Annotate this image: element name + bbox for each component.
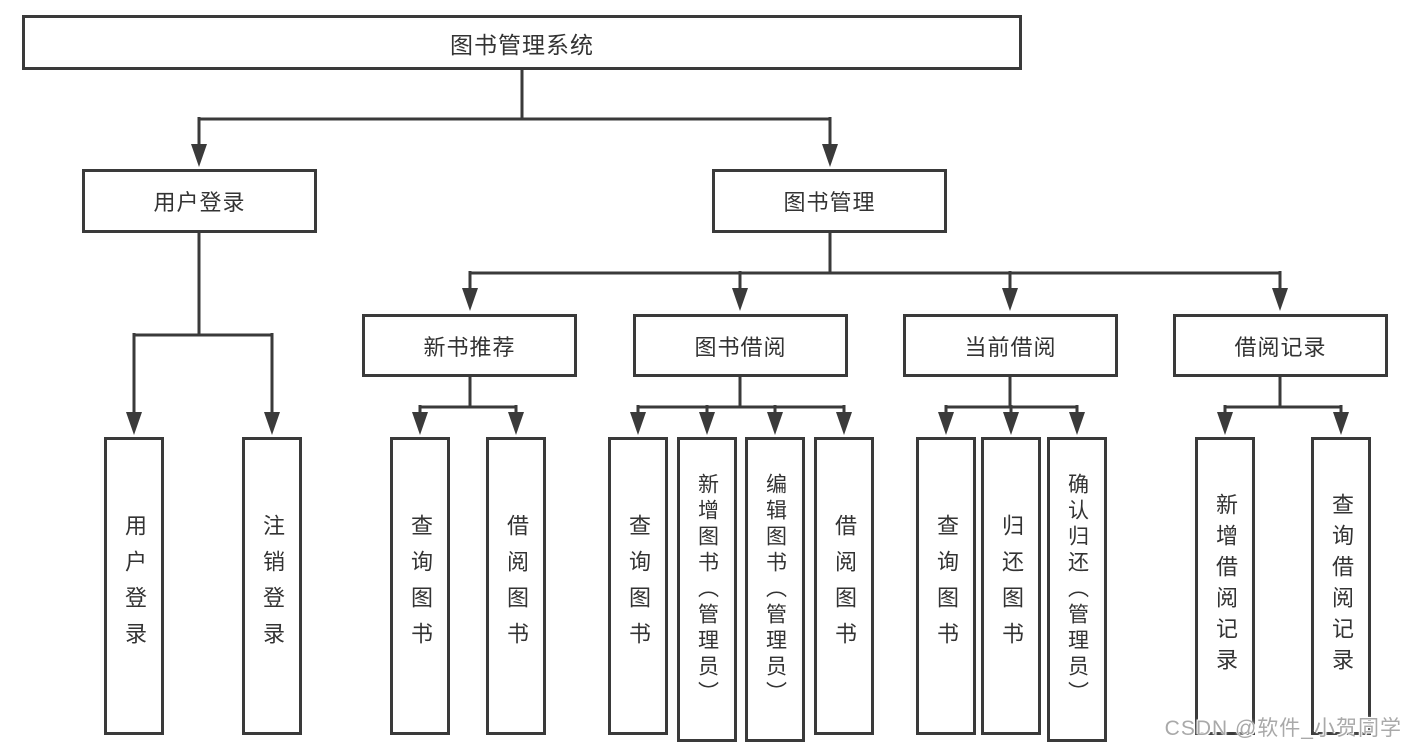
leaf-borrow-borrow-books-label: 借阅图书 [832, 514, 857, 658]
node-book-borrow: 图书借阅 [633, 314, 848, 377]
leaf-borrow-query-books: 查询图书 [608, 437, 668, 735]
node-user-login: 用户登录 [82, 169, 317, 233]
leaf-recommend-query-books: 查询图书 [390, 437, 450, 735]
node-book-management: 图书管理 [712, 169, 947, 233]
leaf-records-add-record-label: 新增借阅记录 [1213, 493, 1238, 679]
node-new-book-recommend: 新书推荐 [362, 314, 577, 377]
leaf-borrow-edit-books-admin: 编辑图书（管理员） [745, 437, 805, 742]
leaf-current-return-books-label: 归还图书 [999, 514, 1024, 658]
leaf-recommend-query-books-label: 查询图书 [408, 514, 433, 658]
leaf-current-query-books: 查询图书 [916, 437, 976, 735]
leaf-user-login: 用户登录 [104, 437, 164, 735]
leaf-current-confirm-return-admin-label: 确认归还（管理员） [1065, 472, 1089, 707]
node-current-borrow: 当前借阅 [903, 314, 1118, 377]
leaf-records-query-record-label: 查询借阅记录 [1329, 493, 1354, 679]
node-borrow-records: 借阅记录 [1173, 314, 1388, 377]
arrowheads [126, 144, 1349, 435]
leaf-current-query-books-label: 查询图书 [934, 514, 959, 658]
leaf-records-query-record: 查询借阅记录 [1311, 437, 1371, 735]
leaf-recommend-borrow-books-label: 借阅图书 [504, 514, 529, 658]
leaf-borrow-add-books-admin-label: 新增图书（管理员） [695, 472, 719, 707]
node-root: 图书管理系统 [22, 15, 1022, 70]
leaf-recommend-borrow-books: 借阅图书 [486, 437, 546, 735]
leaf-logout: 注销登录 [242, 437, 302, 735]
leaf-borrow-query-books-label: 查询图书 [626, 514, 651, 658]
leaf-user-login-label: 用户登录 [122, 514, 147, 658]
leaf-logout-label: 注销登录 [260, 514, 285, 658]
leaf-records-add-record: 新增借阅记录 [1195, 437, 1255, 735]
leaf-borrow-borrow-books: 借阅图书 [814, 437, 874, 735]
csdn-watermark: CSDN @软件_小贺同学 [1164, 717, 1402, 740]
leaf-borrow-edit-books-admin-label: 编辑图书（管理员） [763, 472, 787, 707]
leaf-current-return-books: 归还图书 [981, 437, 1041, 735]
leaf-current-confirm-return-admin: 确认归还（管理员） [1047, 437, 1107, 742]
leaf-borrow-add-books-admin: 新增图书（管理员） [677, 437, 737, 742]
